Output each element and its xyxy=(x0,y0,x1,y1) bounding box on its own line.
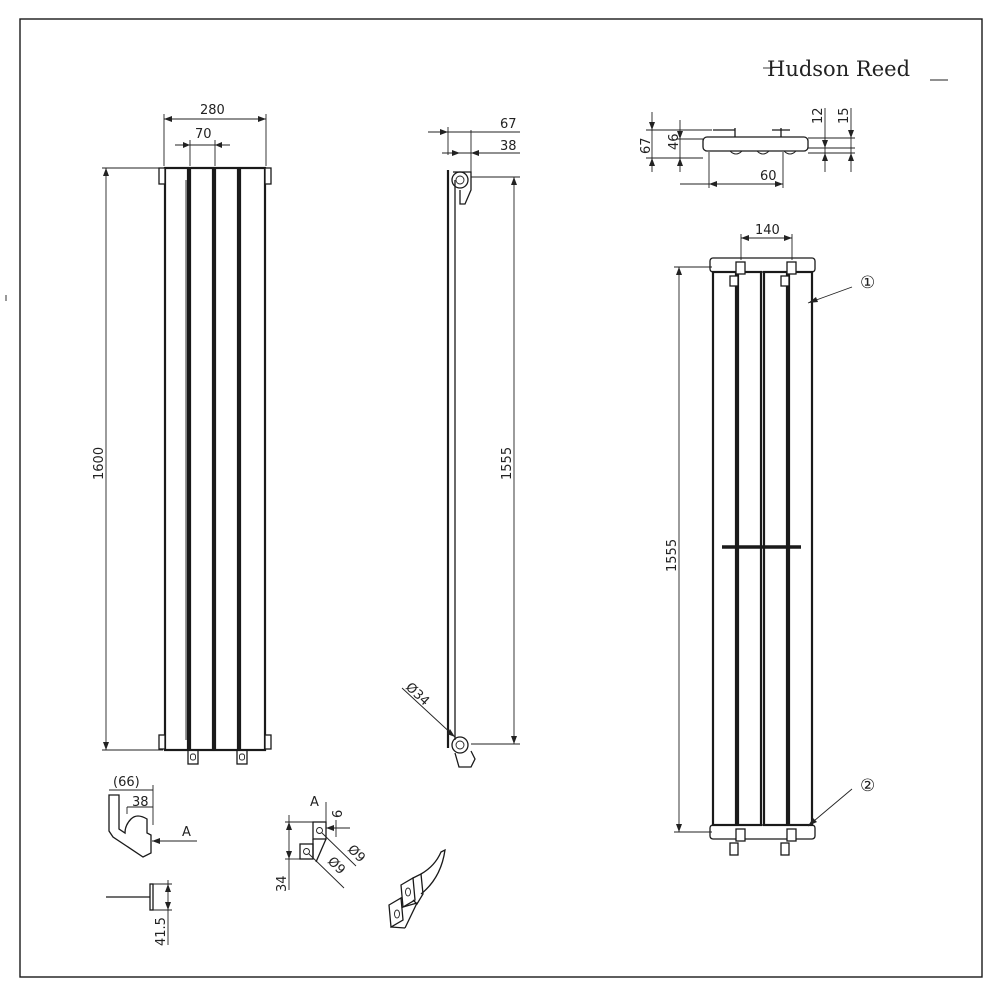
dim-side-diameter: Ø34 xyxy=(402,680,432,709)
brand-logo-text: Hudson Reed xyxy=(767,57,910,81)
dim-view-a-hole-1: Ø9 xyxy=(344,842,368,866)
dim-view-a-spacing: 34 xyxy=(275,875,290,892)
dim-top-12: 12 xyxy=(811,107,826,124)
dim-side-38: 38 xyxy=(500,139,517,154)
view-label-a: A xyxy=(182,825,191,840)
callout-2: ② xyxy=(860,776,875,796)
dim-top-15: 15 xyxy=(837,107,852,124)
bracket-view-a: A 6 34 Ø9 Ø9 xyxy=(275,795,368,892)
dim-front-width: 280 xyxy=(200,103,225,118)
front-panel-4 xyxy=(238,166,267,752)
top-view: 67 46 12 15 60 xyxy=(639,107,855,188)
rear-view: 140 1555 ① ② xyxy=(665,223,875,856)
bracket-isometric xyxy=(388,848,446,929)
drawing-frame xyxy=(19,18,983,978)
front-panel-3 xyxy=(213,166,240,752)
dim-side-67: 67 xyxy=(500,117,517,132)
dim-view-a-hole-2: Ø9 xyxy=(324,854,348,878)
dim-top-60: 60 xyxy=(760,169,777,184)
front-panel-1 xyxy=(163,166,190,752)
dim-front-height: 1600 xyxy=(92,447,107,480)
brand-logo: Hudson Reed xyxy=(763,57,948,81)
dim-view-a-thickness: 6 xyxy=(331,810,346,818)
dim-rear-height: 1555 xyxy=(665,539,680,572)
dim-bracket-width: (66) xyxy=(113,775,140,790)
view-a-title: A xyxy=(310,795,319,810)
dim-top-67: 67 xyxy=(639,137,654,154)
bracket-side-detail: (66) 38 A 41.5 xyxy=(106,775,197,946)
dim-front-spacing: 70 xyxy=(195,127,212,142)
side-view: 67 38 1555 Ø34 xyxy=(401,117,520,768)
dim-bracket-inner: 38 xyxy=(132,795,149,810)
dim-top-46: 46 xyxy=(667,133,682,150)
dim-rear-140: 140 xyxy=(755,223,780,238)
front-panel-2 xyxy=(188,166,215,752)
callout-1: ① xyxy=(860,273,875,293)
dim-bracket-height: 41.5 xyxy=(154,917,169,946)
front-view: 280 70 1600 xyxy=(92,103,272,765)
dim-side-height: 1555 xyxy=(500,447,515,480)
